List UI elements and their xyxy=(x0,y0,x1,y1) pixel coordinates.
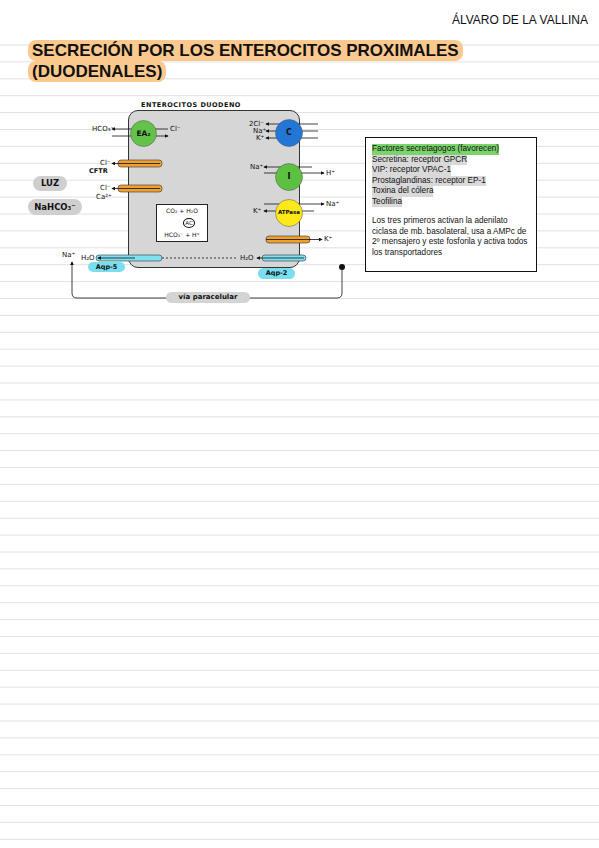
tag-text: Aqp-2 xyxy=(266,270,288,277)
circle-fill xyxy=(276,164,303,191)
ion-label: HCO₃⁻ xyxy=(92,125,114,133)
paper-rule xyxy=(0,619,599,620)
exchanger-circle: I xyxy=(275,163,303,191)
paper-rule xyxy=(0,518,599,519)
paper-rule xyxy=(0,450,599,451)
paper-rule xyxy=(0,788,599,789)
circle-fill xyxy=(276,200,303,227)
cell-body: ENTEROCITOS DUODENOEA₂CIATPasaCO₂ + H₂OA… xyxy=(128,110,300,268)
ion-label: H⁺ xyxy=(326,169,335,177)
paper-rule xyxy=(0,737,599,738)
paper-rule xyxy=(0,298,599,299)
ion-label: K⁺ xyxy=(253,207,261,215)
paper-rule xyxy=(0,704,599,705)
info-paragraph: Los tres primeros activan la adenilato c… xyxy=(372,216,530,258)
info-heading: Factores secretagogos (favorecen) xyxy=(372,144,499,155)
transporter-label: ATPasa xyxy=(278,210,300,216)
cotransporter-circle: C xyxy=(275,119,303,147)
secretion-tag: NaHCO₃⁻ xyxy=(28,199,82,215)
info-box: Factores secretagogos (favorecen)Secreti… xyxy=(365,137,537,272)
paper-rule xyxy=(0,416,599,417)
tag-text: Aqp-5 xyxy=(96,264,118,271)
ion-label: Na⁺ xyxy=(253,127,266,135)
paper-rule xyxy=(0,95,599,96)
paper-rule xyxy=(0,315,599,316)
paper-rule xyxy=(0,332,599,333)
paper-rule xyxy=(0,399,599,400)
paper-rule xyxy=(0,535,599,536)
reaction-box: CO₂ + H₂O AC HCO₃⁻ + H⁺ xyxy=(156,204,208,242)
pathway-tag: vía paracelular xyxy=(166,292,250,303)
ion-label: Ca²⁺ xyxy=(96,193,112,201)
paper-rule xyxy=(0,467,599,468)
ion-label: H₂O xyxy=(81,254,95,262)
circle-fill xyxy=(276,120,303,147)
ion-label: Na⁺ xyxy=(250,163,263,171)
ion-label: K⁺ xyxy=(324,235,332,243)
paper-rule xyxy=(0,433,599,434)
paper-rule xyxy=(0,112,599,113)
paper-rule xyxy=(0,687,599,688)
page-title: SECRECIÓN POR LOS ENTEROCITOS PROXIMALES… xyxy=(28,40,518,82)
lumen-tag: LUZ xyxy=(33,176,67,191)
ion-label: H₂O xyxy=(240,254,254,262)
info-item: Prostaglandinas: receptor EP-1 xyxy=(372,176,486,187)
paper-rule xyxy=(0,839,599,840)
ion-label: Cl⁻ xyxy=(170,125,181,133)
paper-rule xyxy=(0,552,599,553)
paper-rule xyxy=(0,383,599,384)
ion-label: Cl⁻ xyxy=(100,159,111,167)
transporter-label: C xyxy=(286,129,292,137)
paper-rule xyxy=(0,281,599,282)
paper-rule xyxy=(0,366,599,367)
aquaporin-tag: Aqp-5 xyxy=(88,262,125,272)
cell-heading: ENTEROCITOS DUODENO xyxy=(141,101,241,109)
title-text: SECRECIÓN POR LOS ENTEROCITOS PROXIMALES… xyxy=(28,40,463,82)
ion-label: K⁺ xyxy=(256,134,264,142)
paper-rule xyxy=(0,501,599,502)
channel-name: CFTR xyxy=(89,167,108,176)
info-item: Teofilina xyxy=(372,197,402,208)
author-name: ÁLVARO DE LA VALLINA xyxy=(452,13,588,27)
reaction-text: CO₂ + H₂O xyxy=(166,207,198,215)
reaction-text: HCO₃⁻ + H⁺ xyxy=(164,231,200,239)
paper-rule xyxy=(0,602,599,603)
ion-label: Na⁺ xyxy=(62,251,75,259)
path-start-dot xyxy=(339,264,345,270)
paper-rule xyxy=(0,568,599,569)
tag-text: vía paracelular xyxy=(179,294,238,301)
ion-label: 2Cl⁻ xyxy=(249,120,264,128)
paper-rule xyxy=(0,754,599,755)
paper-rule xyxy=(0,636,599,637)
transporter-label: EA₂ xyxy=(136,130,150,138)
paper-rule xyxy=(0,805,599,806)
paper-rule xyxy=(0,484,599,485)
info-item: Secretina: receptor GPCR xyxy=(372,155,467,166)
aquaporin-tag: Aqp-2 xyxy=(258,268,295,279)
info-item: Toxina del cólera xyxy=(372,186,433,197)
tag-text: LUZ xyxy=(41,179,59,188)
ion-label: Na⁺ xyxy=(326,200,339,208)
paper-rule xyxy=(0,585,599,586)
exchanger-circle: EA₂ xyxy=(130,120,157,147)
paper-rule xyxy=(0,822,599,823)
tag-text: NaHCO₃⁻ xyxy=(34,203,76,212)
paper-rule xyxy=(0,653,599,654)
info-item: VIP: receptor VPAC-1 xyxy=(372,165,451,176)
enzyme-label: AC xyxy=(183,218,196,228)
paper-rule xyxy=(0,349,599,350)
paper-rule xyxy=(0,670,599,671)
paper-rule xyxy=(0,771,599,772)
pump-circle: ATPasa xyxy=(275,199,303,227)
ion-label: Cl⁻ xyxy=(100,184,111,192)
transporter-label: I xyxy=(288,173,291,181)
circle-fill xyxy=(131,121,157,147)
paper-rule xyxy=(0,721,599,722)
